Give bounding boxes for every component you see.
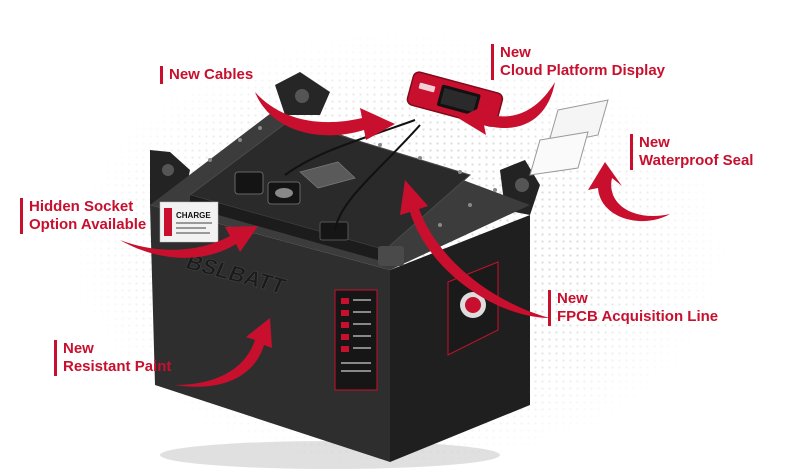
callout-hidden-socket: Hidden Socket Option Available	[20, 198, 146, 234]
callout-fpcb-line-2: FPCB Acquisition Line	[557, 308, 719, 325]
callout-socket-line-2: Option Available	[29, 216, 147, 233]
callout-resistant-paint: New Resistant Paint	[54, 340, 171, 376]
callout-new-cables-line-1: New Cables	[169, 66, 254, 83]
arrow-cloud	[458, 82, 555, 135]
callout-seal-line-2: Waterproof Seal	[639, 152, 754, 169]
callout-new-cables: New Cables	[160, 66, 253, 84]
lid-panel	[299, 161, 356, 189]
connector-block	[319, 221, 349, 241]
callout-fpcb-acquisition-line: New FPCB Acquisition Line	[548, 290, 718, 326]
arrow-cables	[255, 92, 395, 140]
callout-socket-line-1: Hidden Socket	[29, 198, 134, 215]
callout-cloud-line-2: Cloud Platform Display	[500, 62, 666, 79]
floor-shadow	[160, 441, 500, 469]
arrow-paint	[175, 318, 272, 387]
callout-waterproof-seal: New Waterproof Seal	[630, 134, 753, 170]
round-port	[378, 246, 404, 266]
seal-sheet-2	[529, 131, 589, 176]
callout-cloud-line-1: New	[500, 44, 531, 61]
warning-icons	[341, 298, 349, 352]
cable-1	[284, 119, 416, 176]
callout-paint-line-2: Resistant Paint	[63, 358, 172, 375]
charge-sticker-text: CHARGE	[176, 211, 211, 220]
callout-arrows	[120, 82, 670, 387]
callout-fpcb-line-1: New	[557, 290, 588, 307]
arrow-fpcb	[400, 180, 550, 318]
callout-paint-line-1: New	[63, 340, 94, 357]
cable-2	[334, 124, 421, 231]
arrow-seal	[588, 162, 670, 222]
callout-seal-line-1: New	[639, 134, 670, 151]
callout-cloud-platform-display: New Cloud Platform Display	[491, 44, 665, 80]
seal-sheet-1	[547, 99, 609, 146]
lid-front	[190, 195, 385, 262]
arrow-socket	[120, 226, 258, 258]
socket-1	[234, 171, 264, 195]
